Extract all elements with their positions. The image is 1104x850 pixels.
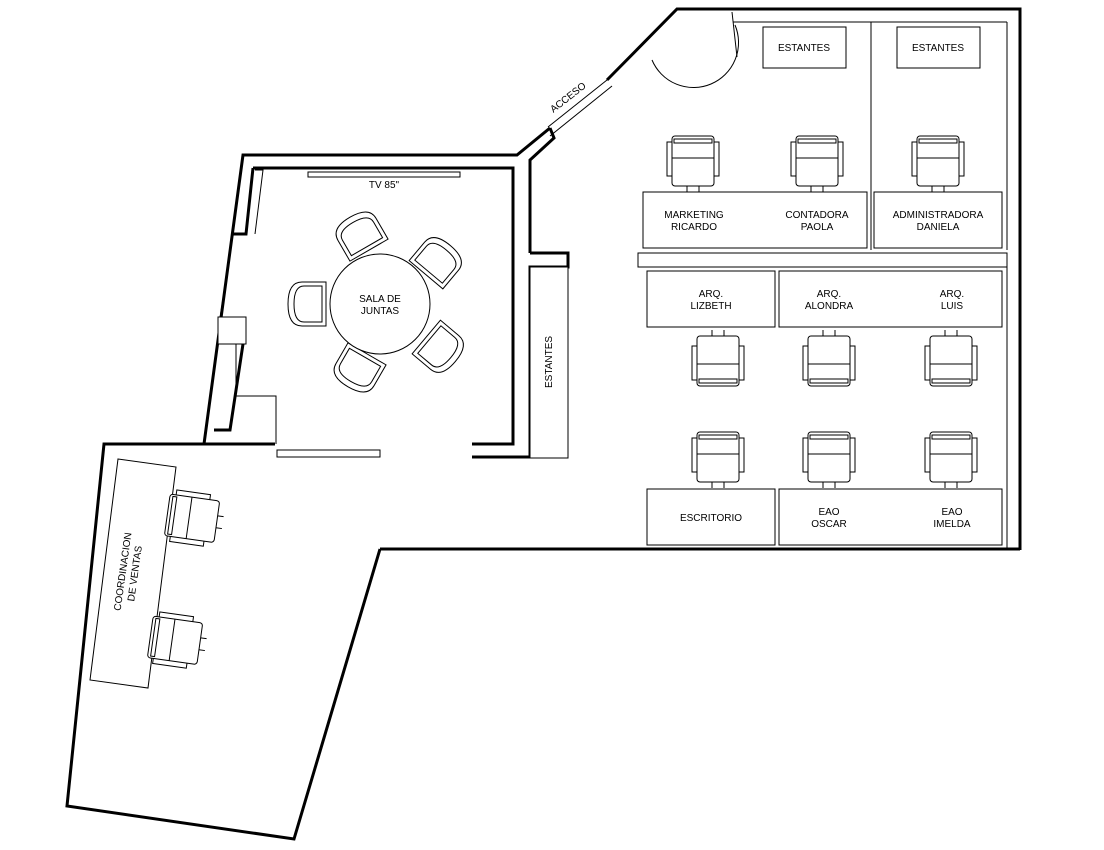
svg-text:LUIS: LUIS (941, 301, 964, 312)
meeting-room-walls (214, 166, 515, 458)
desk-arq-lizbeth: ARQ. LIZBETH (646, 270, 776, 328)
estantes-box-2: ESTANTES (896, 26, 981, 69)
svg-text:SALA DE: SALA DE (359, 294, 401, 305)
svg-text:EAO: EAO (941, 507, 962, 518)
desk-marketing-contadora: MARKETING RICARDO CONTADORA PAOLA (642, 191, 868, 249)
svg-text:ARQ.: ARQ. (940, 289, 964, 300)
svg-text:ARQ.: ARQ. (817, 289, 841, 300)
desk-arq-alondra-luis: ARQ. ALONDRA ARQ. LUIS (778, 270, 1003, 328)
tv-screen: TV 85" (307, 171, 461, 191)
desk-administradora: ADMINISTRADORA DANIELA (873, 191, 1003, 249)
desk-escritorio: ESCRITORIO (646, 488, 776, 546)
svg-text:ESTANTES: ESTANTES (544, 336, 555, 388)
svg-text:MARKETING: MARKETING (664, 210, 724, 221)
svg-text:ADMINISTRADORA: ADMINISTRADORA (893, 210, 984, 221)
svg-text:ESTANTES: ESTANTES (912, 43, 964, 54)
chairs-lower-row (691, 431, 978, 489)
svg-text:CONTADORA: CONTADORA (785, 210, 848, 221)
svg-text:TV 85": TV 85" (369, 180, 400, 191)
svg-text:JUNTAS: JUNTAS (361, 306, 399, 317)
desk-eao: EAO OSCAR EAO IMELDA (778, 488, 1003, 546)
svg-text:ARQ.: ARQ. (699, 289, 723, 300)
desk-coordinacion-ventas: COORDINACION DE VENTAS (89, 458, 227, 689)
svg-text:DANIELA: DANIELA (917, 222, 960, 233)
entrance-door-swing (651, 24, 740, 89)
svg-text:LIZBETH: LIZBETH (690, 301, 731, 312)
svg-text:PAOLA: PAOLA (801, 222, 834, 233)
meeting-table: SALA DE JUNTAS (287, 205, 471, 399)
svg-text:EAO: EAO (818, 507, 839, 518)
chairs-middle-row (691, 329, 978, 387)
estantes-vertical: ESTANTES (472, 251, 570, 459)
svg-text:RICARDO: RICARDO (671, 222, 717, 233)
svg-text:ESCRITORIO: ESCRITORIO (680, 513, 742, 524)
svg-text:ESTANTES: ESTANTES (778, 43, 830, 54)
exterior-walls (65, 7, 1022, 841)
svg-text:ALONDRA: ALONDRA (805, 301, 854, 312)
svg-text:IMELDA: IMELDA (933, 519, 971, 530)
estantes-box-1: ESTANTES (762, 26, 847, 69)
chairs-top-row (666, 135, 965, 193)
right-partitions (637, 21, 1008, 549)
svg-text:OSCAR: OSCAR (811, 519, 847, 530)
